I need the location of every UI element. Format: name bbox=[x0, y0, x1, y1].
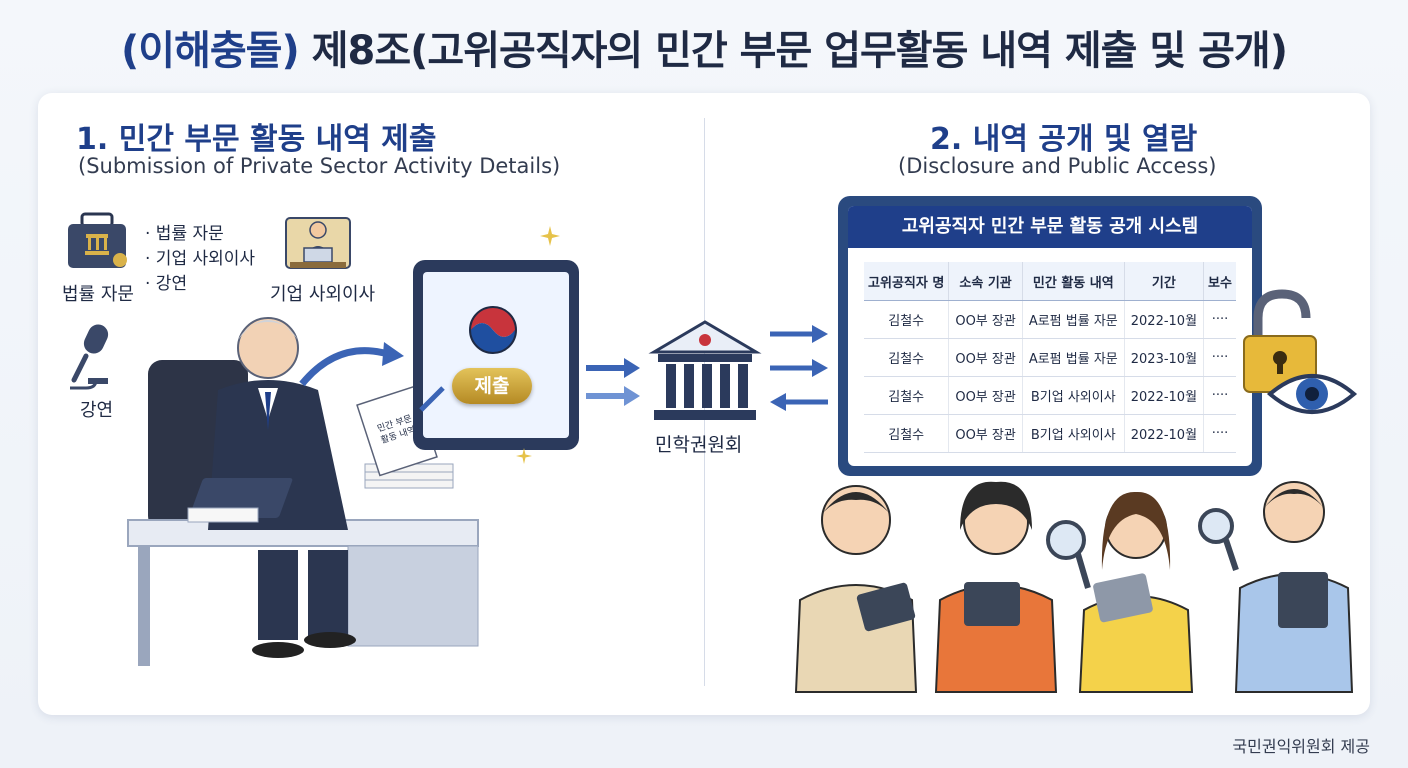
column-header: 보수 bbox=[1203, 262, 1236, 301]
cell-name: 김철수 bbox=[864, 376, 950, 415]
cell-activity: B기업 사외이사 bbox=[1022, 414, 1125, 453]
exchange-arrows bbox=[770, 325, 828, 411]
page-title: (이해충돌) 제8조(고위공직자의 민간 부문 업무활동 내역 제출 및 공개) bbox=[0, 18, 1408, 76]
table-row[interactable]: 김철수 OO부 장관 B기업 사외이사 2022-10월 ···· bbox=[864, 414, 1236, 453]
list-item: · 강연 bbox=[145, 274, 188, 294]
person-icon bbox=[934, 481, 1058, 693]
sparkle-icon bbox=[516, 448, 532, 464]
cell-period: 2023-10월 bbox=[1124, 338, 1205, 377]
column-header: 고위공직자 명 bbox=[864, 262, 950, 301]
presenter-icon bbox=[285, 217, 351, 269]
list-item: · 법률 자문 bbox=[145, 224, 224, 244]
cell-pay: ···· bbox=[1203, 414, 1236, 453]
table-row[interactable]: 김철수 OO부 장관 A로펌 법률 자문 2022-10월 ···· bbox=[864, 300, 1236, 339]
credit-text: 국민권익위원회 제공 bbox=[1232, 737, 1370, 756]
citizens-illustration bbox=[794, 481, 1354, 693]
arrow-to-tablet bbox=[299, 342, 404, 387]
magnifier-icon bbox=[1046, 520, 1091, 589]
column-header: 소속 기관 bbox=[948, 262, 1023, 301]
cell-period: 2022-10월 bbox=[1124, 376, 1205, 415]
title-main: 제8조(고위공직자의 민간 부문 업무활동 내역 제출 및 공개) bbox=[311, 28, 1288, 74]
sparkle-icon bbox=[540, 226, 560, 246]
microphone-icon bbox=[70, 324, 109, 390]
table-row[interactable]: 김철수 OO부 장관 B기업 사외이사 2022-10월 ···· bbox=[864, 376, 1236, 415]
cell-agency: OO부 장관 bbox=[948, 300, 1023, 339]
cell-agency: OO부 장관 bbox=[948, 376, 1023, 415]
column-header: 민간 활동 내역 bbox=[1022, 262, 1125, 301]
cell-name: 김철수 bbox=[864, 338, 950, 377]
person-icon bbox=[1046, 491, 1194, 693]
table-row[interactable]: 김철수 OO부 장관 A로펌 법률 자문 2023-10월 ···· bbox=[864, 338, 1236, 377]
submit-button[interactable]: 제출 bbox=[452, 368, 532, 404]
section1-subtitle: (Submission of Private Sector Activity D… bbox=[78, 154, 561, 178]
section2-heading: 2. 내역 공개 및 열람 bbox=[930, 122, 1198, 157]
legal-advice-label: 법률 자문 bbox=[62, 284, 134, 305]
arrow-right-icon bbox=[586, 358, 640, 406]
magnifier-icon bbox=[1198, 508, 1239, 571]
list-item: · 기업 사외이사 bbox=[145, 249, 256, 269]
padlock-icon bbox=[1243, 289, 1358, 414]
cell-name: 김철수 bbox=[864, 300, 950, 339]
cell-agency: OO부 장관 bbox=[948, 414, 1023, 453]
official-at-desk-illustration bbox=[127, 317, 479, 666]
person-icon bbox=[1198, 481, 1354, 693]
lecture-label: 강연 bbox=[80, 400, 114, 421]
cell-pay: ···· bbox=[1203, 338, 1236, 377]
building-icon bbox=[648, 320, 762, 420]
briefcase-icon bbox=[68, 212, 127, 268]
table-header-row: 고위공직자 명 소속 기관 민간 활동 내역 기간 보수 bbox=[864, 262, 1236, 301]
section1-heading: 1. 민간 부문 활동 내역 제출 bbox=[76, 122, 437, 157]
cell-pay: ···· bbox=[1203, 376, 1236, 415]
cell-activity: A로펌 법률 자문 bbox=[1022, 338, 1125, 377]
eye-icon bbox=[1266, 374, 1358, 414]
system-title: 고위공직자 민간 부문 활동 공개 시스템 bbox=[848, 206, 1252, 248]
cell-name: 김철수 bbox=[864, 414, 950, 453]
title-prefix: (이해충돌) bbox=[121, 28, 300, 74]
person-icon bbox=[794, 485, 918, 693]
column-header: 기간 bbox=[1124, 262, 1205, 301]
activity-list: · 법률 자문 · 기업 사외이사 · 강연 bbox=[145, 222, 255, 297]
tablet-icon bbox=[413, 260, 579, 450]
director-label: 기업 사외이사 bbox=[270, 284, 376, 305]
cell-pay: ···· bbox=[1203, 300, 1236, 339]
institution-label: 민학권원회 bbox=[655, 434, 743, 456]
disclosure-system-window: 고위공직자 민간 부문 활동 공개 시스템 고위공직자 명 소속 기관 민간 활… bbox=[838, 196, 1262, 476]
cell-activity: B기업 사외이사 bbox=[1022, 376, 1125, 415]
disclosure-table: 고위공직자 명 소속 기관 민간 활동 내역 기간 보수 김철수 OO부 장관 … bbox=[864, 262, 1236, 453]
cell-period: 2022-10월 bbox=[1124, 414, 1205, 453]
cell-period: 2022-10월 bbox=[1124, 300, 1205, 339]
cell-activity: A로펌 법률 자문 bbox=[1022, 300, 1125, 339]
section2-subtitle: (Disclosure and Public Access) bbox=[898, 154, 1217, 178]
cell-agency: OO부 장관 bbox=[948, 338, 1023, 377]
